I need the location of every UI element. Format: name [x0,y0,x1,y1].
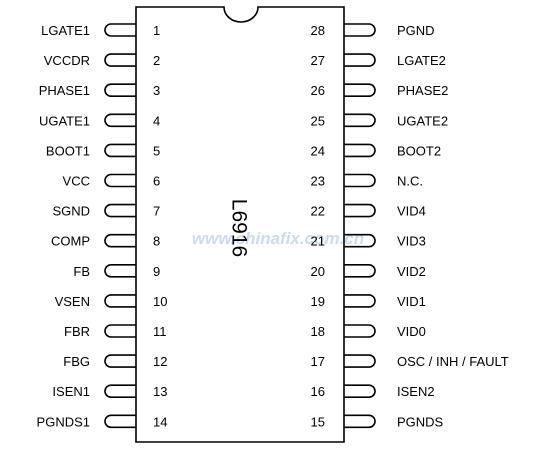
pin-number: 11 [153,324,167,339]
pin-pad [104,414,136,429]
pin-pad [344,324,376,338]
chip-name: L6916 [228,199,251,257]
pin-label: ISEN1 [52,384,90,399]
pin-label: PGND [397,23,435,38]
pin-pad [344,143,376,158]
pin-number: 1 [153,23,160,38]
pin-number: 21 [311,234,325,249]
pin-number: 27 [311,53,325,68]
pin-number: 16 [311,384,325,399]
pin-pad [104,324,136,338]
pin-number: 5 [153,143,160,158]
pin-number: 17 [311,354,325,369]
pin-pad [344,414,376,429]
pin-number: 22 [311,204,325,219]
pin-number: 12 [153,354,167,369]
pin-pad [344,53,376,67]
pin-pad [104,83,136,97]
pin-number: 13 [153,384,167,399]
pin-number: 23 [311,174,325,189]
pin-pad [344,173,376,188]
pin-label: PHASE2 [397,83,448,98]
watermark-text: www.chinafix.com.cn [192,229,364,248]
pin-label: BOOT2 [397,143,441,158]
pin-pad [104,143,136,158]
pin-label: BOOT1 [46,143,90,158]
pin-label: UGATE1 [39,113,90,128]
pin-number: 3 [153,83,160,98]
pin-label: COMP [51,234,90,249]
pin-pad [104,203,136,218]
pin-label: VID2 [397,264,426,279]
pin-pad [104,264,136,278]
pin-pad [344,113,376,128]
pin-number: 28 [311,23,325,38]
pin-number: 15 [311,414,325,429]
pin-label: VCCDR [44,53,90,68]
pin-pad [104,173,136,188]
pin-pad [104,294,136,308]
pin-number: 19 [311,294,325,309]
pin-label: PHASE1 [39,83,90,98]
pin-number: 4 [153,113,160,128]
pin-number: 25 [311,113,325,128]
pin-pad [344,23,376,37]
pin-pad [104,23,136,37]
pin-number: 14 [153,414,167,429]
pin-number: 9 [153,264,160,279]
pin-number: 8 [153,234,160,249]
pin-label: SGND [52,204,90,219]
chip-body [135,6,345,443]
pin-pad [104,53,136,67]
pin-label: VCC [63,174,90,189]
pin-pad [104,113,136,128]
pin-label: VID1 [397,294,426,309]
pin-label: FBG [63,354,90,369]
pin-label: VID3 [397,234,426,249]
pin-label: LGATE2 [397,53,446,68]
pin-label: PGNDS [397,414,444,429]
pin-pad [104,233,136,248]
pin-label: N.C. [397,174,423,189]
pin-number: 20 [311,264,325,279]
pin-number: 10 [153,294,167,309]
pin-pad [344,294,376,308]
pin-number: 2 [153,53,160,68]
pin-label: LGATE1 [41,23,90,38]
pin-pad [344,83,376,97]
pin-number: 18 [311,324,325,339]
pin-number: 26 [311,83,325,98]
pin-label: UGATE2 [397,113,448,128]
pin-label: OSC / INH / FAULT [397,354,509,369]
pin-pad [344,384,376,398]
pin-number: 6 [153,174,160,189]
pin-pad [104,354,136,368]
pin-label: VID0 [397,324,426,339]
pin-label: ISEN2 [397,384,435,399]
pin-label: VSEN [55,294,90,309]
pin-pad [344,233,376,248]
pin-pad [344,203,376,218]
pin-pad [344,354,376,368]
pin-number: 24 [311,143,325,158]
pin-label: VID4 [397,204,426,219]
pin-number: 7 [153,204,160,219]
pin-label: FB [73,264,90,279]
pin-pad [344,264,376,278]
pin-pad [104,384,136,398]
pin-label: FBR [64,324,90,339]
pin-label: PGNDS1 [37,414,90,429]
